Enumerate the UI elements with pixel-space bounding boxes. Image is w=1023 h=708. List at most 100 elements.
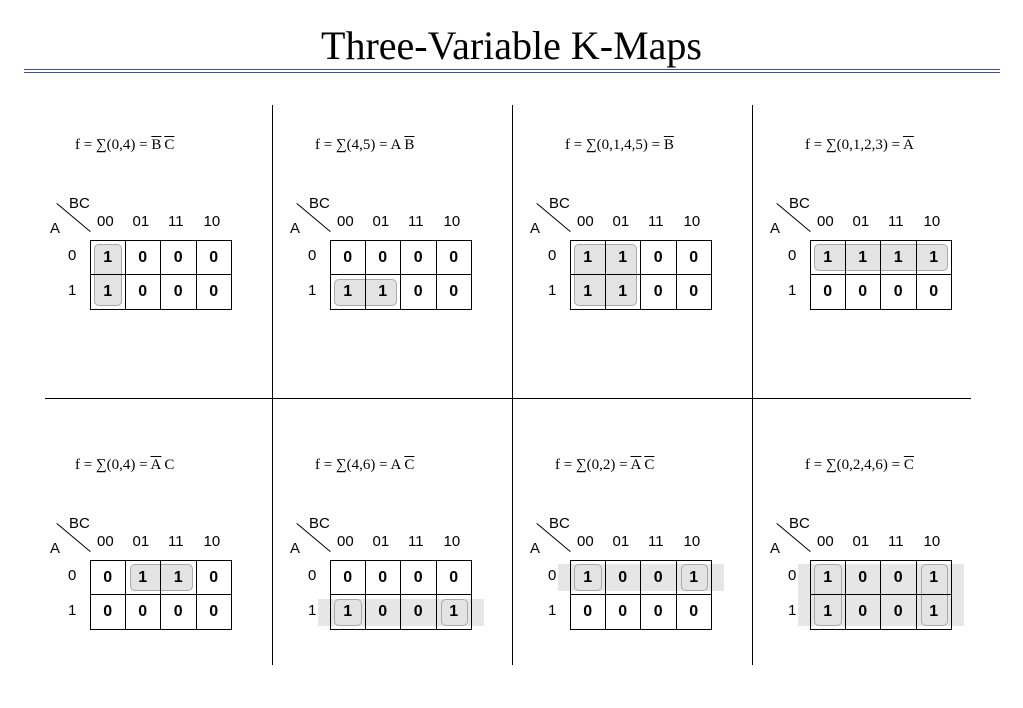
column-header: 01 [612,213,630,230]
kmap-cell: 0 [124,274,161,310]
column-header: 10 [203,533,221,550]
kmap-cell: 1 [915,240,952,275]
group-highlight [574,564,602,591]
kmap-cell: 0 [195,560,232,595]
kmap-cell: 0 [604,560,641,595]
column-header: 11 [408,213,424,230]
column-header: 01 [132,213,150,230]
group-highlight [920,564,948,626]
formula-term: C [644,457,655,473]
col-variable-label: BC [309,195,330,212]
row-header: 1 [308,602,317,619]
column-header: 00 [337,533,354,550]
col-variable-label: BC [69,515,90,532]
formula-term: A [390,457,402,473]
column-header: 01 [132,533,150,550]
kmap-cell: 0 [330,560,366,595]
column-header: 10 [923,533,941,550]
kmap-cell: 0 [675,240,712,275]
column-header: 11 [648,533,664,550]
formula-term: C [404,457,415,473]
slide-title: Three-Variable K-Maps [321,23,702,68]
column-header: 01 [372,533,390,550]
formula-prefix: f = ∑(0,2,4,6) = [805,457,904,473]
formula-term: C [164,137,175,153]
kmap-cell: 1 [810,560,846,595]
kmap-cell: 1 [675,560,712,595]
row-header: 0 [788,247,797,264]
column-header: 01 [852,533,870,550]
kmap-cell: 0 [400,274,437,310]
kmap-cell: 0 [570,594,606,630]
kmap-cell: 1 [570,274,606,310]
group-highlight [680,564,708,591]
kmap-cell: 1 [915,560,952,595]
column-header: 10 [443,213,461,230]
kmap-cell: 0 [124,594,161,630]
column-header: 00 [97,213,114,230]
kmap-cell: 0 [195,240,232,275]
kmap-cell: 1 [604,274,641,310]
kmap-cell: 0 [640,240,677,275]
column-header: 10 [443,533,461,550]
divider [272,105,273,665]
row-variable-label: A [530,540,541,557]
kmap-cell: 1 [810,240,846,275]
column-header: 00 [337,213,354,230]
kmap-cell: 1 [160,560,197,595]
column-header: 00 [577,213,594,230]
column-header: 01 [372,213,390,230]
title-rule [24,69,1000,70]
kmap-cell: 0 [400,240,437,275]
column-header: 01 [612,533,630,550]
kmap-cell: 0 [640,560,677,595]
row-variable-label: A [50,220,61,237]
formula-term: B [151,137,162,153]
kmap-cell: 1 [915,594,952,630]
row-header: 1 [548,282,557,299]
kmap-cell: 0 [880,274,917,310]
formula-term: A [630,457,642,473]
kmap-cell: 0 [364,240,401,275]
row-header: 1 [68,602,77,619]
column-header: 11 [168,213,184,230]
kmap-cell: 1 [880,240,917,275]
kmap-cell: 0 [435,240,472,275]
kmap-cell: 0 [90,560,126,595]
column-header: 11 [648,213,664,230]
formula-prefix: f = ∑(0,4) = [75,457,151,473]
kmap-cell: 1 [570,560,606,595]
kmap-cell: 1 [90,240,126,275]
column-header: 10 [683,533,701,550]
kmap-cell: 0 [675,274,712,310]
row-header: 0 [68,247,77,264]
kmap-cell: 0 [810,274,846,310]
kmap-cell: 0 [880,560,917,595]
kmap-cell: 1 [364,274,401,310]
kmap-cell: 0 [844,274,881,310]
formula-prefix: f = ∑(0,2) = [555,457,631,473]
row-header: 1 [788,602,797,619]
kmap-cell: 0 [364,594,401,630]
group-highlight [814,244,948,271]
col-variable-label: BC [69,195,90,212]
column-header: 11 [408,533,424,550]
kmap-cell: 0 [604,594,641,630]
kmap-cell: 1 [570,240,606,275]
kmap-cell: 0 [90,594,126,630]
column-header: 00 [577,533,594,550]
kmap-cell: 0 [844,560,881,595]
kmap-cell: 0 [435,560,472,595]
